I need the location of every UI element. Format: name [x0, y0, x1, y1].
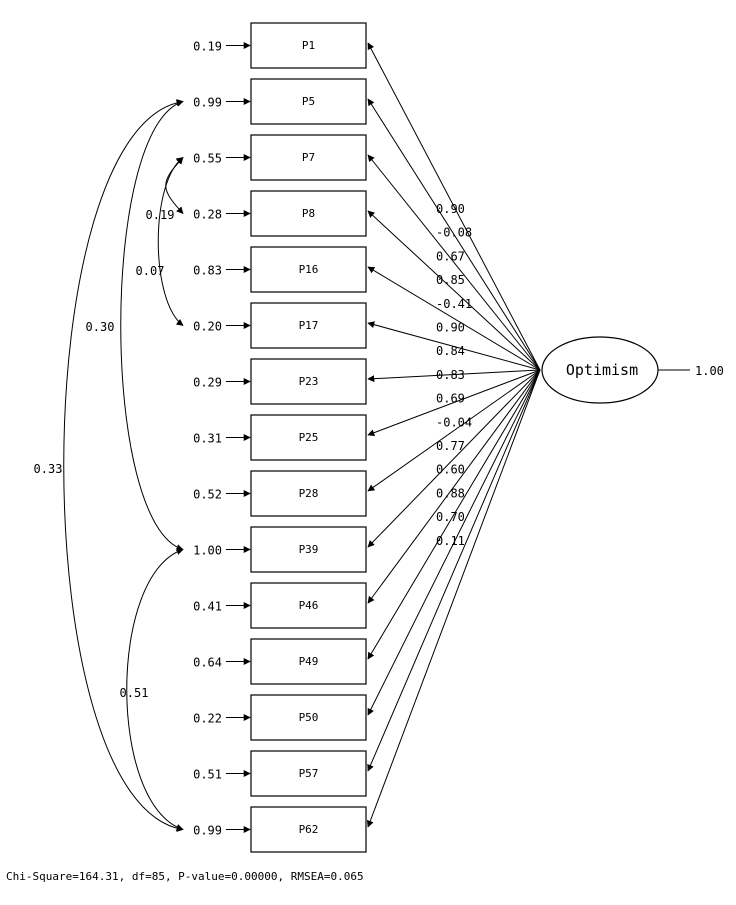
covariance-arc-p5-p39 [120, 99, 184, 552]
loading-arrow-p17 [367, 321, 541, 371]
loading-arrow-p39 [367, 369, 541, 548]
indicator-label-p7: P7 [302, 151, 315, 164]
loading-arrow-p8 [367, 210, 541, 371]
error-value-p25: 0.31 [193, 432, 222, 446]
indicator-label-p25: P25 [299, 431, 319, 444]
error-value-p39: 1.00 [193, 544, 222, 558]
indicator-label-p8: P8 [302, 207, 315, 220]
loading-value-p16: -0.41 [436, 297, 472, 311]
indicator-label-p23: P23 [299, 375, 319, 388]
indicator-box-p62 [250, 806, 367, 853]
indicator-box-p39 [250, 526, 367, 573]
covariance-layer: 0.30 0.33 0.51 0.07 0.19 [34, 99, 184, 832]
loading-arrow-p7 [367, 154, 541, 371]
covariance-arc-p7-p8 [165, 156, 184, 215]
indicator-box-p57 [250, 750, 367, 797]
covariance-value-p7-p8: 0.19 [146, 208, 175, 222]
indicator-box-p8 [250, 190, 367, 237]
error-value-p8: 0.28 [193, 208, 222, 222]
loading-value-p62: 0.11 [436, 534, 465, 548]
error-value-p57: 0.51 [193, 768, 222, 782]
indicator-box-p23 [250, 358, 367, 405]
indicator-label-p46: P46 [299, 599, 319, 612]
loading-arrow-p23 [367, 369, 541, 383]
loading-value-p5: -0.08 [436, 226, 472, 240]
indicator-layer: P10.19P50.99P70.55P80.28P160.83P170.20P2… [193, 22, 367, 853]
loading-value-p28: 0.69 [436, 392, 465, 406]
error-value-p1: 0.19 [193, 40, 222, 54]
latent-variance-label: 1.00 [695, 364, 724, 378]
indicator-box-p25 [250, 414, 367, 461]
indicator-label-p39: P39 [299, 543, 319, 556]
error-value-p62: 0.99 [193, 824, 222, 838]
indicator-box-p28 [250, 470, 367, 517]
error-value-p50: 0.22 [193, 712, 222, 726]
indicator-label-p1: P1 [302, 39, 315, 52]
indicator-box-p46 [250, 582, 367, 629]
latent-layer: Optimism 1.00 [541, 336, 724, 404]
indicator-box-p17 [250, 302, 367, 349]
loading-arrow-p28 [367, 369, 541, 492]
covariance-arc-p5-p62 [63, 99, 184, 832]
covariance-arc-p7-p17 [157, 157, 184, 326]
error-value-p7: 0.55 [193, 152, 222, 166]
indicator-label-p50: P50 [299, 711, 319, 724]
error-value-p46: 0.41 [193, 600, 222, 614]
covariance-value-p39-p62: 0.51 [120, 686, 149, 700]
indicator-box-p16 [250, 246, 367, 293]
loading-layer: 0.90 -0.08 0.67 0.85 -0.41 0.90 0.84 0.83 0.69 -0… [366, 42, 541, 828]
latent-label: Optimism [566, 361, 638, 379]
loading-value-p25: 0.83 [436, 368, 465, 382]
loading-value-p50: 0.88 [436, 486, 465, 500]
error-value-p17: 0.20 [193, 320, 222, 334]
loading-value-p8: 0.85 [436, 273, 465, 287]
loading-arrow-p49 [367, 369, 541, 660]
indicator-label-p49: P49 [299, 655, 319, 668]
covariance-value-p5-p62: 0.33 [34, 462, 63, 476]
indicator-label-p57: P57 [299, 767, 319, 780]
loading-arrow-p16 [367, 266, 541, 371]
loading-value-p7: 0.67 [436, 249, 465, 263]
error-value-p5: 0.99 [193, 96, 222, 110]
loading-value-p49: 0.60 [436, 463, 465, 477]
loading-arrow-p25 [367, 369, 541, 437]
indicator-label-p28: P28 [299, 487, 319, 500]
covariance-value-p7-p17: 0.07 [136, 264, 165, 278]
indicator-label-p62: P62 [299, 823, 319, 836]
loading-value-p17: 0.90 [436, 321, 465, 335]
fit-statistics: Chi-Square=164.31, df=85, P-value=0.0000… [6, 870, 364, 883]
indicator-box-p49 [250, 638, 367, 685]
indicator-label-p5: P5 [302, 95, 315, 108]
indicator-label-p16: P16 [299, 263, 319, 276]
loading-value-p1: 0.90 [436, 202, 465, 216]
indicator-box-p5 [250, 78, 367, 125]
loading-value-p46: 0.77 [436, 439, 465, 453]
loading-arrow-p50 [367, 369, 541, 716]
loading-arrow-p62 [366, 369, 541, 828]
loading-value-p23: 0.84 [436, 344, 465, 358]
error-value-p28: 0.52 [193, 488, 222, 502]
indicator-box-p1 [250, 22, 367, 69]
error-value-p23: 0.29 [193, 376, 222, 390]
loading-arrow-p46 [367, 369, 541, 604]
covariance-arc-p39-p62 [126, 548, 184, 831]
loading-arrow-p5 [367, 98, 541, 371]
loading-arrow-p57 [367, 369, 541, 772]
loading-arrow-p1 [367, 42, 541, 371]
indicator-box-p50 [250, 694, 367, 741]
indicator-box-p7 [250, 134, 367, 181]
indicator-label-p17: P17 [299, 319, 319, 332]
covariance-value-p5-p39: 0.30 [86, 320, 115, 334]
loading-value-p39: -0.04 [436, 415, 472, 429]
error-value-p16: 0.83 [193, 264, 222, 278]
loading-value-p57: 0.70 [436, 510, 465, 524]
error-value-p49: 0.64 [193, 656, 222, 670]
